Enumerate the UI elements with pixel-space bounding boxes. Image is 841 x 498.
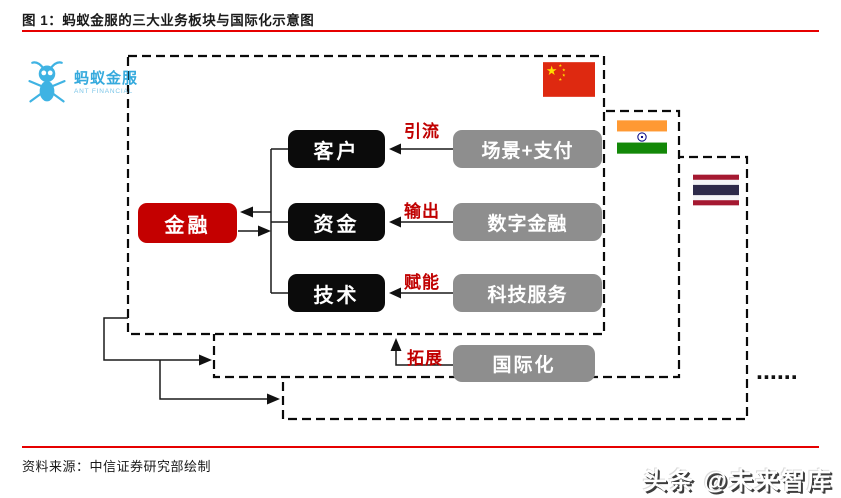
finance-out-arrowhead [258,225,271,237]
core-node-technology: 技术 [288,274,385,312]
output-arrowhead [389,216,401,228]
title-underline [22,30,819,32]
arrowheads [199,143,402,405]
figure-title: 图 1：蚂蚁金服的三大业务板块与国际化示意图 [22,13,315,28]
thailand-branch-line [159,360,269,400]
arrow-label-traffic: 引流 [404,122,440,141]
internationalization-node: 国际化 [453,345,595,382]
arrow-label-expand: 拓展 [407,349,443,368]
connector-lines [103,148,453,400]
india-flag-icon [617,120,667,154]
logo-name: 蚂蚁金服 [74,70,139,88]
india-branch-arrowhead [199,354,212,366]
expand-arrow-line [395,349,453,366]
more-countries-ellipsis: ...... [756,357,798,385]
watermark-text: 头条 @未来智库 [642,468,833,495]
expand-arrowhead [390,338,402,351]
core-node-funds: 资金 [288,203,385,241]
core-node-customer: 客户 [288,130,385,168]
arrow-label-enable: 赋能 [404,273,440,292]
business-node-digital-finance: 数字金融 [453,203,602,241]
traffic-arrowhead [389,143,401,155]
logo-text: 蚂蚁金服 ANT FINANCIAL [74,71,138,95]
thailand-flag-icon [693,173,739,207]
ant-financial-logo: 蚂蚁金服 ANT FINANCIAL [24,58,138,108]
business-node-tech-service: 科技服务 [453,274,602,312]
business-node-scene-payment: 场景+支付 [453,130,602,168]
finance-in-arrowhead [240,206,253,218]
logo-subtitle: ANT FINANCIAL [74,87,134,95]
enable-arrowhead [389,287,401,299]
india-branch-line [103,317,201,361]
china-flag-icon [543,62,595,97]
ant-icon [28,61,66,103]
source-topline [22,446,819,448]
thailand-branch-arrowhead [267,393,280,405]
finance-node: 金融 [138,203,237,243]
source-note: 资料来源：中信证券研究部绘制 [22,459,212,474]
arrow-label-output: 输出 [404,202,440,221]
